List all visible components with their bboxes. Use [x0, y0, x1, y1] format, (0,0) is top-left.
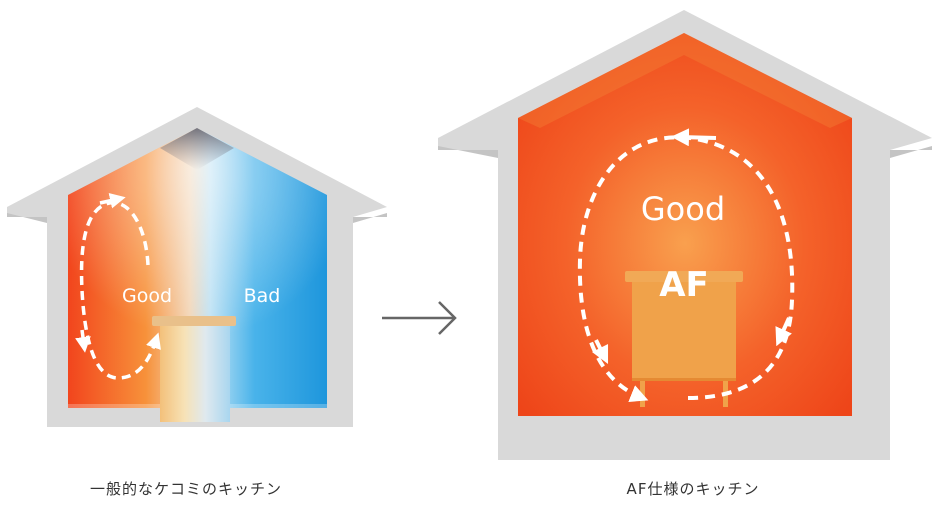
- right-house-interior: [518, 33, 852, 416]
- right-caption: AF仕様のキッチン: [626, 480, 760, 498]
- left-bad-label: Bad: [244, 285, 281, 307]
- af-cabinet-label: AF: [659, 265, 709, 305]
- transition-arrow: [382, 301, 457, 335]
- left-house: Good Bad: [7, 107, 387, 427]
- left-cabinet: [152, 316, 236, 422]
- right-house: Good AF: [438, 10, 932, 460]
- right-good-label: Good: [641, 190, 725, 228]
- left-good-label: Good: [122, 285, 172, 307]
- left-caption: 一般的なケコミのキッチン: [89, 480, 283, 498]
